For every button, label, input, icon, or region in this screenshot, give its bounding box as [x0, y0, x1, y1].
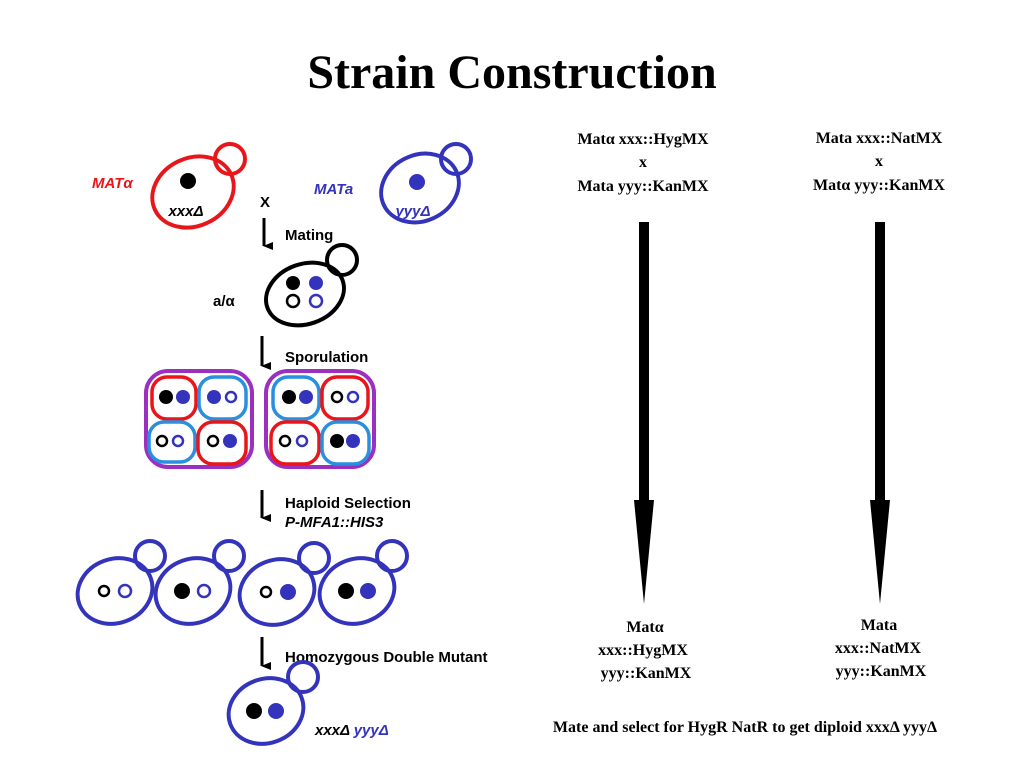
- bud-icon: [297, 541, 331, 575]
- haploid-cell-3: [237, 541, 331, 627]
- step-mating: Mating: [285, 227, 333, 244]
- nucleus-blue-open-icon: [308, 293, 324, 309]
- parent1-cell: xxxΔ: [150, 142, 247, 230]
- cell-body-icon: [150, 154, 236, 230]
- final-genotype: xxxΔ yyyΔ: [314, 722, 389, 739]
- big-arrow-down-icon: [870, 222, 890, 604]
- cell-body-icon: [317, 556, 397, 626]
- diploid-cell: [264, 243, 359, 328]
- haploid-cell-1: [75, 539, 167, 626]
- bud-icon: [212, 539, 246, 573]
- spore-blue-icon: [271, 375, 321, 421]
- big-arrow-down-icon: [634, 222, 654, 604]
- result1-genotype-1: xxx::HygMX: [598, 642, 688, 659]
- diploid-label: a/α: [213, 293, 236, 310]
- step-double-mutant: Homozygous Double Mutant: [285, 649, 488, 666]
- cell-body-icon: [237, 557, 317, 627]
- cross1-line2: Mata yyy::KanMX: [577, 178, 709, 195]
- parent1-mating-type: MATα: [92, 175, 133, 192]
- spore-blue-icon: [320, 420, 371, 466]
- nucleus-blue-icon: [309, 276, 323, 290]
- result2-genotype-1: xxx::NatMX: [835, 640, 922, 657]
- haploid-cell-4: [317, 539, 409, 626]
- cell-body-icon: [379, 151, 461, 225]
- cross1-x: x: [639, 154, 647, 171]
- step-sporulation: Sporulation: [285, 349, 368, 366]
- cell-body-icon: [226, 676, 306, 746]
- result2-genotype-2: yyy::KanMX: [836, 663, 927, 680]
- page-title: Strain Construction: [307, 46, 716, 99]
- cross-symbol: X: [260, 194, 270, 211]
- bud-icon: [325, 243, 359, 277]
- parent2-genotype: yyyΔ: [394, 203, 430, 220]
- spore-blue-icon: [147, 420, 197, 464]
- tetrad-2: [264, 369, 376, 469]
- footer-note: Mate and select for HygR NatR to get dip…: [553, 719, 937, 736]
- parent2-cell: yyyΔ: [379, 142, 473, 225]
- spore-red-icon: [320, 375, 370, 421]
- nucleus-black-icon: [180, 173, 196, 189]
- cross2-line1: Mata xxx::NatMX: [816, 130, 943, 147]
- cell-body-icon: [264, 260, 346, 328]
- result2-mating-type: Mata: [861, 617, 897, 634]
- cross1-line1: Matα xxx::HygMX: [577, 131, 709, 148]
- spore-red-icon: [150, 375, 198, 421]
- ascus-outline-icon: [144, 369, 254, 469]
- nucleus-black-open-icon: [285, 293, 301, 309]
- parent1-genotype: xxxΔ: [167, 203, 203, 220]
- cross2-line2: Matα yyy::KanMX: [813, 177, 945, 194]
- nucleus-black-icon: [286, 276, 300, 290]
- step-haploid-selection-marker: P-MFA1::HIS3: [285, 514, 384, 531]
- cell-body-icon: [153, 556, 233, 626]
- step-haploid-selection: Haploid Selection: [285, 495, 411, 512]
- nucleus-blue-icon: [409, 174, 425, 190]
- parent2-mating-type: MATa: [314, 181, 353, 198]
- spore-red-icon: [196, 420, 248, 466]
- bud-icon: [286, 660, 320, 694]
- result1-genotype-2: yyy::KanMX: [601, 665, 692, 682]
- bud-icon: [375, 539, 409, 573]
- spore-red-icon: [269, 420, 321, 466]
- tetrad-1: [144, 369, 254, 469]
- haploid-cell-2: [153, 539, 246, 626]
- ascus-outline-icon: [264, 369, 376, 469]
- cell-body-icon: [75, 556, 155, 626]
- result1-mating-type: Matα: [626, 619, 663, 636]
- bud-icon: [133, 539, 167, 573]
- final-cell: [226, 660, 320, 746]
- spore-blue-icon: [197, 375, 248, 421]
- cross2-x: x: [875, 153, 883, 170]
